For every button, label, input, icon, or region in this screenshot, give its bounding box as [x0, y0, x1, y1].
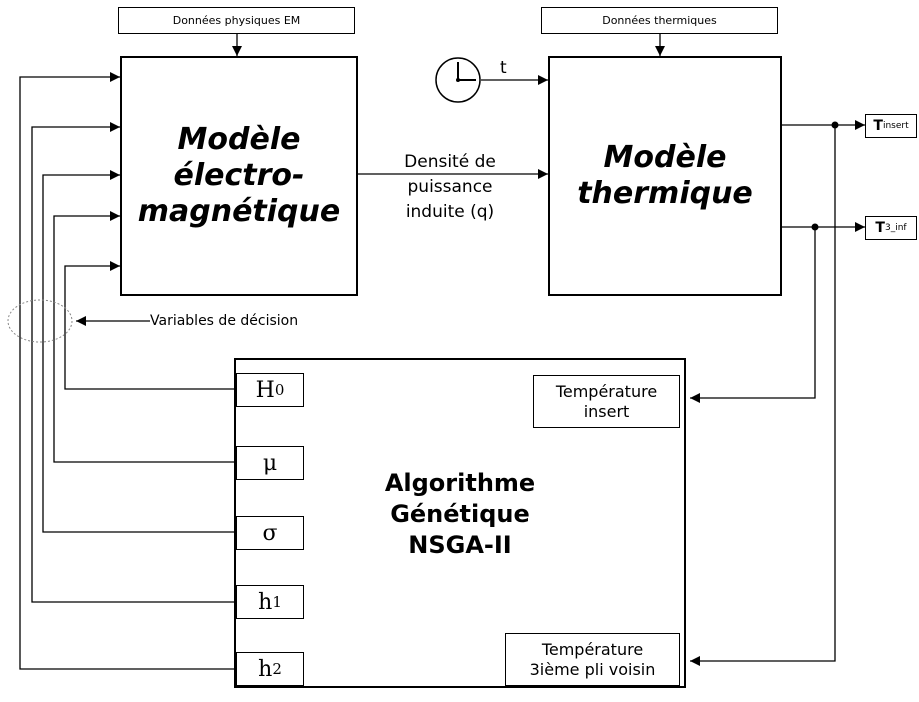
- thermal-data-box: Données thermiques: [541, 7, 778, 34]
- thermal-model-box: Modèle thermique: [548, 56, 782, 296]
- output-t3inf-sub: 3_inf: [884, 223, 907, 233]
- temperature-ply-box: Température 3ième pli voisin: [505, 633, 680, 686]
- variable-h0-sub: 0: [274, 381, 285, 399]
- h2-loop: [19, 72, 236, 670]
- variable-sigma-box: σ: [236, 516, 304, 550]
- decision-ellipse: [7, 299, 73, 343]
- thermal-data-label: Données thermiques: [602, 14, 717, 27]
- temperature-insert-box: Température insert: [533, 375, 680, 428]
- output-t-insert-sub: insert: [882, 121, 909, 131]
- em-data-box: Données physiques EM: [118, 7, 355, 34]
- power-density-line3: induite (q): [405, 202, 495, 222]
- power-density-line1: Densité de: [404, 152, 496, 172]
- algorithm-title-2: Génétique: [390, 500, 530, 528]
- temperature-ply-line2: 3ième pli voisin: [529, 659, 656, 679]
- algorithm-title: Algorithme Génétique NSGA-II: [360, 468, 560, 561]
- feedback-insert-wire: [690, 227, 816, 403]
- decision-variables-label: Variables de décision: [150, 313, 299, 329]
- mu-loop: [53, 211, 236, 463]
- output-t-insert-base: T: [873, 118, 883, 134]
- sigma-loop: [42, 170, 236, 533]
- variable-h1-sub: 1: [272, 593, 282, 611]
- variable-h1-base: h: [258, 589, 273, 615]
- h1-loop: [31, 122, 236, 603]
- temperature-insert-line1: Température: [555, 381, 658, 401]
- junction-dot-insert: [831, 121, 839, 129]
- thermal-model-title-1: Modèle: [603, 140, 727, 175]
- output-t3inf-base: T: [875, 220, 885, 236]
- power-density-label: Densité de puissance induite (q): [375, 150, 525, 225]
- em-model-box: Modèle électro- magnétique: [120, 56, 358, 296]
- em-model-title-1: Modèle: [177, 122, 301, 157]
- temperature-ply-line1: Température: [541, 639, 644, 659]
- em-model-title-2: électro-: [173, 158, 305, 193]
- clock-icon: [435, 57, 481, 103]
- h0-loop: [64, 261, 236, 390]
- variable-h2-base: h: [258, 656, 273, 682]
- variable-h2-sub: 2: [272, 660, 282, 678]
- thermal-model-title-2: thermique: [577, 176, 753, 211]
- variable-mu-box: μ: [236, 446, 304, 480]
- feedback-ply-wire: [690, 125, 836, 666]
- junction-dot-3inf: [811, 223, 819, 231]
- algorithm-title-1: Algorithme: [384, 469, 536, 497]
- variable-sigma-base: σ: [262, 520, 278, 546]
- em-model-title-3: magnétique: [137, 194, 341, 229]
- time-label: t: [500, 58, 507, 78]
- variable-h0-base: H: [255, 377, 275, 403]
- variable-mu-base: μ: [262, 450, 278, 476]
- algorithm-title-3: NSGA-II: [408, 531, 512, 559]
- power-density-line2: puissance: [407, 177, 493, 197]
- em-data-label: Données physiques EM: [172, 14, 301, 27]
- temperature-insert-line2: insert: [583, 401, 630, 421]
